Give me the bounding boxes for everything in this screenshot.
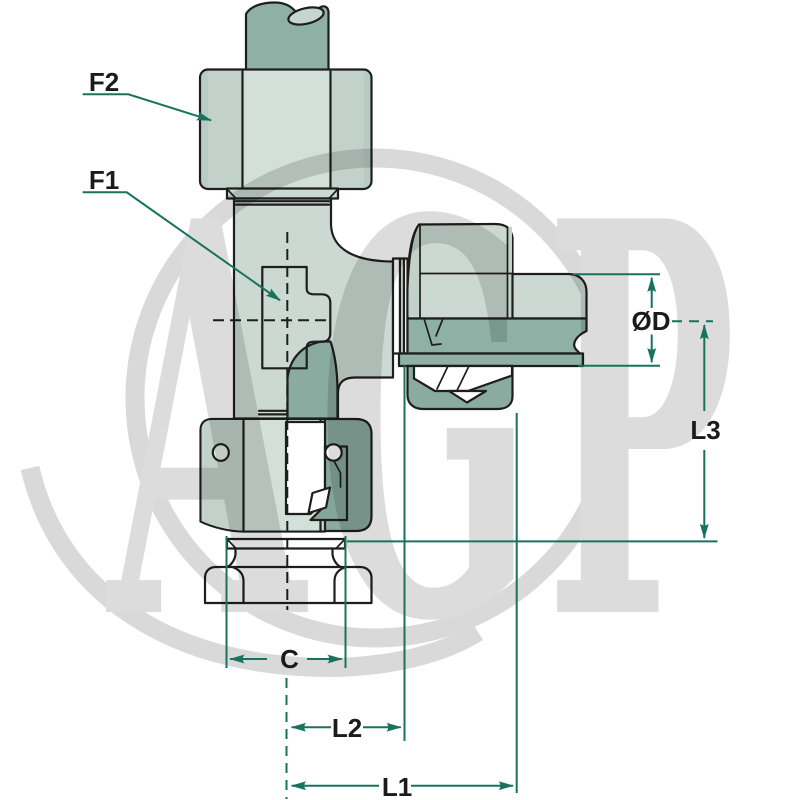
dimension-lines bbox=[82, 93, 718, 799]
top-tube-stub bbox=[244, 1, 330, 72]
label-f1: F1 bbox=[89, 165, 119, 195]
watermark-circle bbox=[125, 148, 625, 648]
watermark: AGP bbox=[20, 105, 748, 740]
leader-f1 bbox=[82, 191, 281, 302]
side-section bbox=[397, 317, 588, 411]
label-l2: L2 bbox=[332, 713, 362, 743]
swivel-nut bbox=[199, 409, 373, 533]
label-diameter-d: ØD bbox=[632, 306, 671, 336]
body-section-cut bbox=[286, 340, 339, 420]
leader-f2 bbox=[82, 93, 212, 122]
label-l3: L3 bbox=[690, 415, 720, 445]
label-c: C bbox=[280, 644, 299, 674]
watermark-text: AGP bbox=[104, 105, 748, 740]
nut-hole-left bbox=[211, 443, 230, 462]
side-nut bbox=[406, 222, 514, 320]
dimension-labels: F2 F1 ØD L3 C L2 L1 bbox=[89, 67, 721, 800]
body bbox=[232, 197, 395, 420]
spot-face-outline bbox=[261, 265, 332, 370]
label-f2: F2 bbox=[89, 67, 119, 97]
label-l1: L1 bbox=[382, 772, 412, 800]
